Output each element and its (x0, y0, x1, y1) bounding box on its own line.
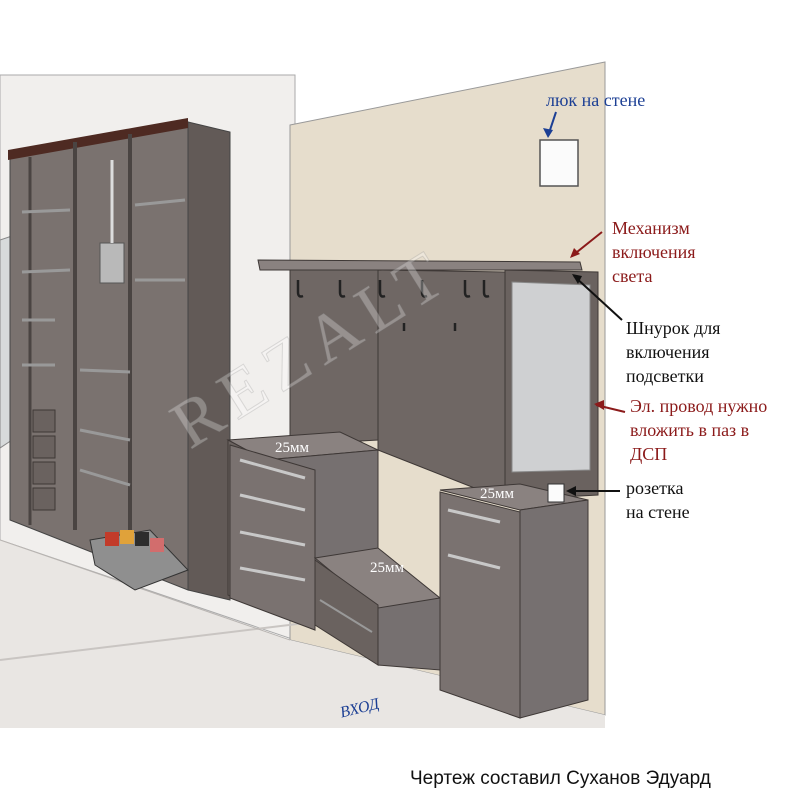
mechanism-label: Механизм включения света (612, 216, 696, 288)
cord-label: Шнурок для включения подсветки (626, 316, 720, 388)
bench-top-dimension: 25мм (370, 560, 404, 576)
left-dresser (226, 431, 380, 631)
cord-line-1: Шнурок для (626, 318, 721, 338)
wardrobe (8, 118, 231, 601)
wall-panels (257, 259, 599, 501)
wire-line-1: Эл. провод нужно (630, 396, 768, 416)
dresser-top-dimension: 25мм (275, 440, 309, 456)
wire-label: Эл. провод нужно вложить в паз в ДСП (630, 394, 767, 466)
author-credit: Чертеж составил Суханов Эдуард (410, 768, 711, 789)
socket-label: розетка на стене (626, 476, 690, 524)
right-cabinet (439, 483, 589, 719)
pull-down-rail (99, 242, 125, 284)
socket-line-1: розетка (626, 478, 684, 498)
wall-socket (547, 483, 565, 503)
socket-line-2: на стене (626, 502, 690, 522)
cord-line-3: подсветки (626, 366, 704, 386)
mechanism-line-3: света (612, 266, 653, 286)
cabinet-top-dimension: 25мм (480, 486, 514, 502)
cord-line-2: включения (626, 342, 710, 362)
bench (313, 547, 442, 671)
wire-line-2: вложить в паз в (630, 420, 750, 440)
mirror (511, 281, 591, 473)
mechanism-line-2: включения (612, 242, 696, 262)
wire-line-3: ДСП (630, 444, 668, 464)
hatch-label: люк на стене (546, 90, 646, 110)
wall-hatch (539, 139, 579, 187)
mechanism-line-1: Механизм (612, 218, 690, 238)
